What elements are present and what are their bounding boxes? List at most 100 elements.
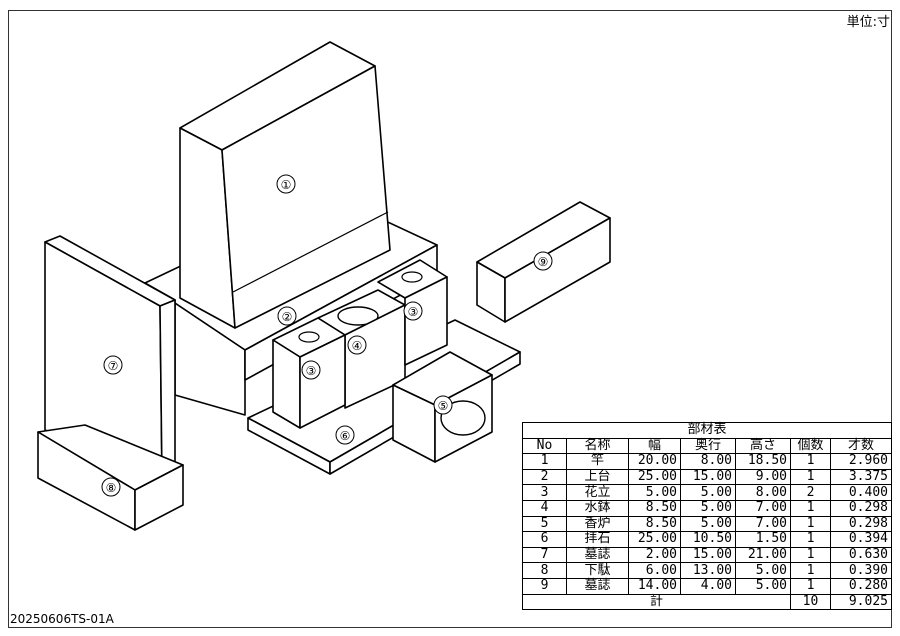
table-cell: 1: [790, 546, 831, 564]
svg-text:④: ④: [352, 339, 363, 353]
table-cell: 1: [790, 577, 831, 595]
label-6: ⑥: [335, 425, 355, 445]
svg-text:⑥: ⑥: [340, 429, 351, 443]
table-cell: 1: [790, 468, 831, 486]
table-cell: 0.390: [830, 562, 892, 579]
label-3b: ③: [301, 360, 321, 380]
table-cell: 2.960: [830, 453, 892, 470]
table-cell: 6.00: [628, 562, 681, 579]
table-cell: 2: [790, 484, 831, 501]
table-cell: 7.00: [735, 499, 791, 517]
table-cell: 7: [522, 546, 567, 564]
label-9: ⑨: [533, 251, 553, 271]
label-4: ④: [347, 335, 367, 355]
total-label: 計: [522, 593, 791, 611]
svg-text:⑦: ⑦: [108, 359, 119, 373]
table-cell: 0.394: [830, 531, 892, 548]
table-cell: 9: [522, 577, 567, 595]
table-cell: 3: [522, 484, 567, 501]
unit-label: 単位:寸: [846, 15, 890, 30]
column-header: 名称: [566, 437, 629, 455]
column-header: 幅: [628, 437, 681, 455]
table-cell: 4.00: [680, 577, 736, 595]
svg-text:⑧: ⑧: [106, 481, 117, 495]
table-cell: 8: [522, 562, 567, 579]
table-cell: 1.50: [735, 531, 791, 548]
part-3-vase-left: [272, 317, 346, 429]
svg-text:⑤: ⑤: [438, 399, 449, 413]
table-cell: 2.00: [628, 546, 681, 564]
part-9-plaque: [476, 201, 611, 323]
table-cell: 竿: [566, 453, 629, 470]
svg-text:⑨: ⑨: [538, 255, 549, 269]
part-1-main-stone: [179, 41, 391, 329]
table-cell: 5: [522, 515, 567, 533]
table-cell: 15.00: [680, 468, 736, 486]
table-cell: 5.00: [735, 562, 791, 579]
svg-text:③: ③: [408, 305, 419, 319]
table-cell: 6: [522, 531, 567, 548]
table-cell: 13.00: [680, 562, 736, 579]
table-cell: 5.00: [680, 515, 736, 533]
table-cell: 5.00: [680, 484, 736, 501]
table-cell: 拝石: [566, 531, 629, 548]
column-header: 奥行: [680, 437, 736, 455]
label-3a: ③: [403, 301, 423, 321]
table-cell: 香炉: [566, 515, 629, 533]
table-cell: 上台: [566, 468, 629, 486]
svg-text:③: ③: [306, 364, 317, 378]
drawing-frame: [8, 10, 892, 628]
table-cell: 3.375: [830, 468, 892, 486]
table-cell: 花立: [566, 484, 629, 501]
table-cell: 2: [522, 468, 567, 486]
table-cell: 0.280: [830, 577, 892, 595]
column-header: 個数: [790, 437, 831, 455]
table-cell: 9.00: [735, 468, 791, 486]
total-count: 10: [790, 593, 831, 611]
table-cell: 1: [790, 499, 831, 517]
drawing-number: 20250606TS-01A: [10, 612, 114, 626]
part-8-clog-base: [37, 424, 184, 531]
table-title: 部材表: [522, 422, 892, 439]
table-cell: 1: [790, 562, 831, 579]
table-cell: 15.00: [680, 546, 736, 564]
svg-text:①: ①: [281, 178, 292, 192]
label-8: ⑧: [101, 477, 121, 497]
table-cell: 下駄: [566, 562, 629, 579]
table-cell: 1: [790, 515, 831, 533]
table-cell: 18.50: [735, 453, 791, 470]
table-cell: 5.00: [680, 499, 736, 517]
table-cell: 25.00: [628, 468, 681, 486]
table-cell: 8.50: [628, 515, 681, 533]
label-1: ①: [276, 174, 296, 194]
table-cell: 20.00: [628, 453, 681, 470]
label-2: ②: [277, 306, 297, 326]
table-cell: 7.00: [735, 515, 791, 533]
part-labels: ① ② ③ ③ ④ ⑤ ⑥ ⑦ ⑧ ⑨: [101, 174, 553, 497]
table-cell: 1: [790, 531, 831, 548]
part-5-incense-burner: [392, 351, 493, 463]
table-cell: 8.00: [735, 484, 791, 501]
table-cell: 水鉢: [566, 499, 629, 517]
table-cell: 0.298: [830, 515, 892, 533]
part-3-vase-right: [377, 259, 448, 366]
table-cell: 0.400: [830, 484, 892, 501]
table-cell: 10.50: [680, 531, 736, 548]
table-total-row: 計 10 9.025: [522, 593, 892, 611]
table-cell: 8.50: [628, 499, 681, 517]
label-5: ⑤: [433, 395, 453, 415]
table-cell: 4: [522, 499, 567, 517]
table-cell: 1: [790, 453, 831, 470]
